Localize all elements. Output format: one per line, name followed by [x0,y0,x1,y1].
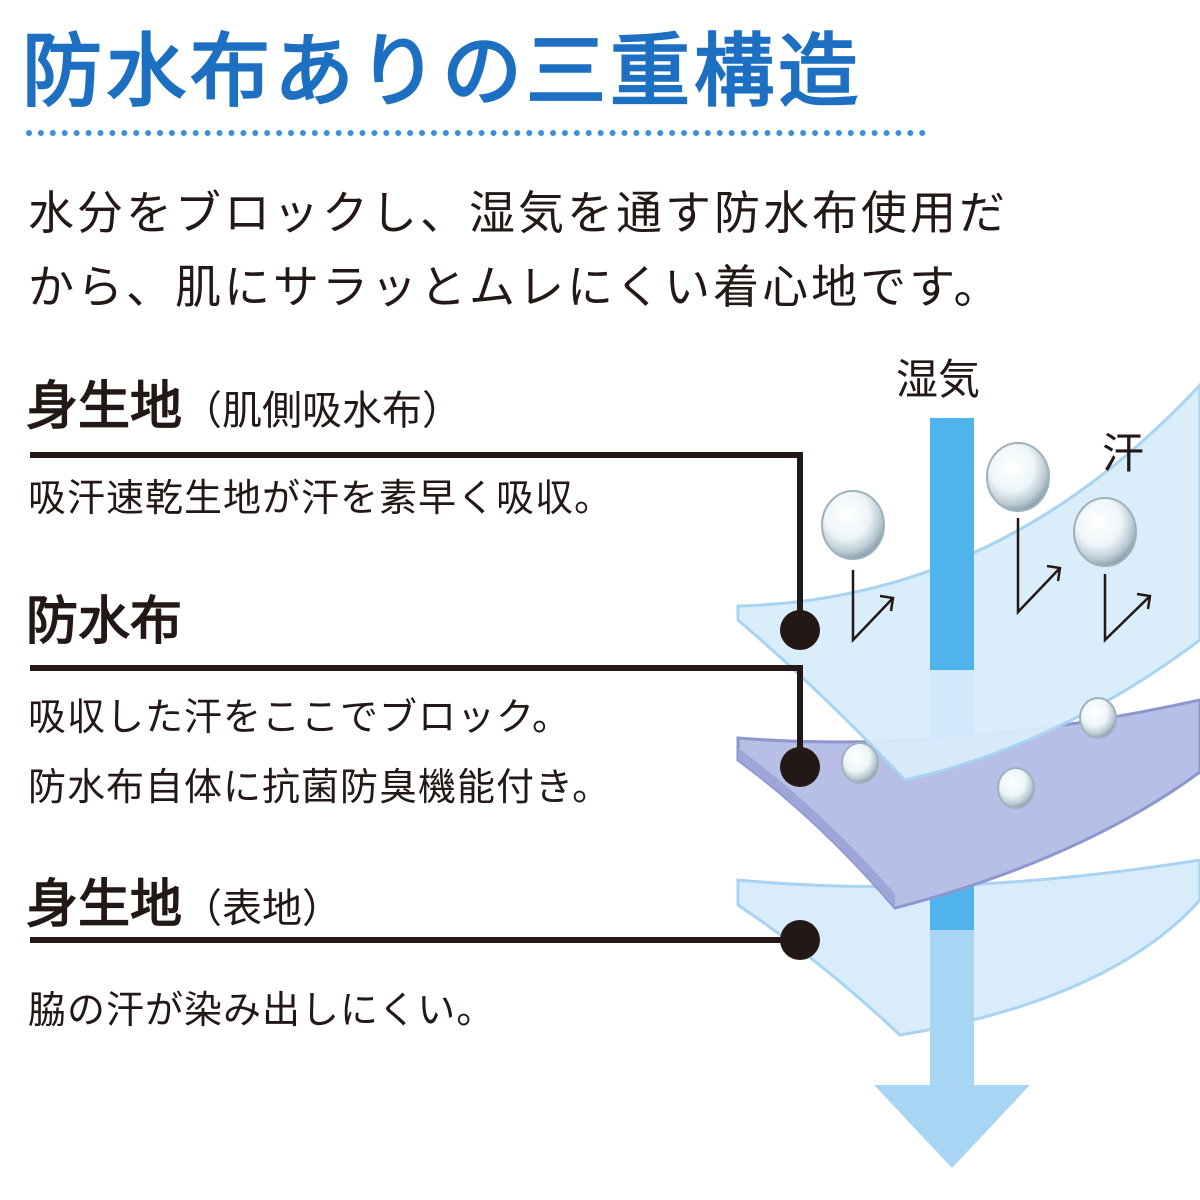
moisture-label: 湿気 [896,355,980,404]
sweat-droplet-icon [1080,698,1116,738]
layer-1-description: 吸汗速乾生地が汗を素早く吸収。 [28,473,613,523]
leader-dot-inner [780,610,820,650]
layer-2-description-line-2: 防水布自体に抗菌防臭機能付き。 [28,762,611,812]
layer-1-title: 身生地 [26,377,182,437]
moisture-channel-lower [930,930,974,1000]
layer-1-subtitle: （肌側吸水布） [182,388,462,434]
layer-1-heading: 身生地（肌側吸水布） [26,375,462,443]
layer-3-title: 身生地 [26,875,182,935]
sweat-droplet-icon [987,443,1049,511]
moisture-channel-upper [930,418,974,670]
layer-2-heading: 防水布 [26,590,182,658]
sweat-label: 汗 [1102,429,1144,478]
layer-3-subtitle: （表地） [182,886,342,932]
leader-dot-waterproof [780,747,820,787]
sweat-droplet-icon [842,743,878,783]
layer-3-heading: 身生地（表地） [26,873,342,941]
sweat-droplet-icon [822,491,884,559]
sweat-droplet-icon [1074,498,1136,566]
layer-2-title: 防水布 [26,592,182,652]
sweat-droplet-icon [998,768,1034,808]
leader-dot-outer [780,920,820,960]
layer-3-description: 脇の汗が染み出しにくい。 [28,985,495,1035]
layer-2-description-line-1: 吸収した汗をここでブロック。 [28,692,571,742]
